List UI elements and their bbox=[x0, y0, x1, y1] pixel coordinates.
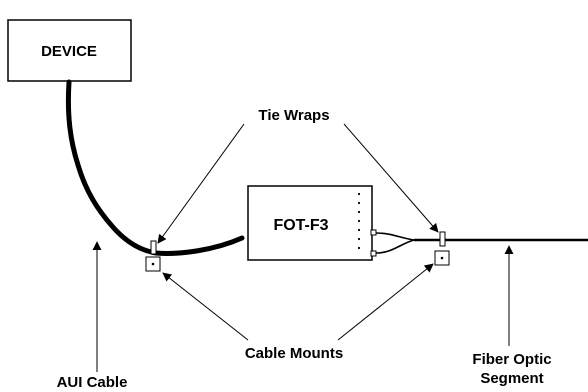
fiber-optic-label-line1: Fiber Optic bbox=[472, 351, 551, 368]
fiber-optic-label-line2: Segment bbox=[480, 370, 543, 387]
cable-mount-right bbox=[434, 250, 450, 266]
tie-wraps-label: Tie Wraps bbox=[258, 107, 329, 124]
arrow-cable-mount-right bbox=[337, 263, 434, 341]
arrow-tie-wrap-left bbox=[157, 123, 245, 244]
tie-wrap-right bbox=[439, 231, 446, 247]
fiber-pair bbox=[375, 232, 415, 254]
fot-f3-label: FOT-F3 bbox=[273, 217, 328, 234]
device-box: DEVICE bbox=[7, 19, 132, 82]
device-label: DEVICE bbox=[41, 43, 97, 60]
aui-cable bbox=[65, 79, 245, 256]
arrow-tie-wrap-right bbox=[343, 123, 439, 233]
arrow-cable-mount-left bbox=[162, 272, 249, 341]
tie-wrap-left bbox=[150, 240, 157, 255]
cable-mount-left bbox=[145, 256, 161, 272]
aui-cable-label: AUI Cable bbox=[57, 374, 128, 391]
indicator-dots bbox=[357, 192, 361, 250]
cable-mounts-label: Cable Mounts bbox=[245, 345, 343, 362]
fot-f3-transceiver: FOT-F3 bbox=[247, 185, 377, 261]
